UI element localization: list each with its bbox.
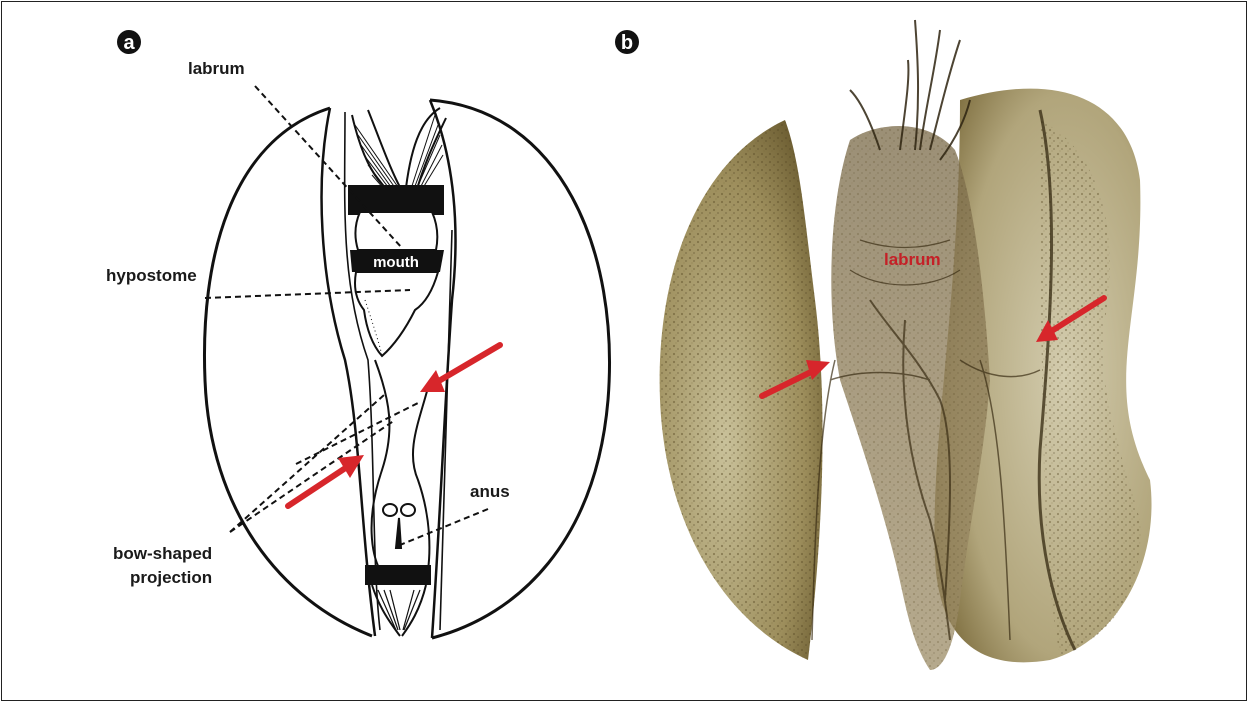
photo-left-shell-texture — [660, 120, 823, 660]
panel-a-badge-text: a — [123, 32, 135, 54]
hypostome-shape — [355, 272, 438, 356]
photo-labrum-label: labrum — [884, 250, 941, 269]
bow-shaped-label-line2: projection — [130, 568, 212, 587]
panel-a-drawing: a mouth — [106, 30, 610, 638]
right-valve-straight — [440, 230, 452, 630]
labrum-label: labrum — [188, 59, 245, 78]
panel-b-badge: b — [615, 30, 639, 54]
bow-leader-lower — [230, 420, 395, 532]
anus-label: anus — [470, 482, 510, 501]
panel-b-badge-text: b — [621, 32, 633, 54]
bow-shaped-label-line1: bow-shaped — [113, 544, 212, 563]
lower-base-dark — [365, 565, 431, 585]
mouth-label: mouth — [373, 254, 419, 271]
bow-leader-upper — [230, 395, 384, 532]
top-limbs — [352, 108, 446, 196]
labrum-shape — [355, 212, 437, 250]
panel-a-badge: a — [117, 30, 141, 54]
hypostome-label: hypostome — [106, 266, 197, 285]
limb-base-dark — [348, 185, 444, 215]
leader-lines — [205, 86, 488, 545]
arrow-a-upper — [420, 345, 500, 392]
panel-b-photo: b — [615, 20, 1152, 670]
